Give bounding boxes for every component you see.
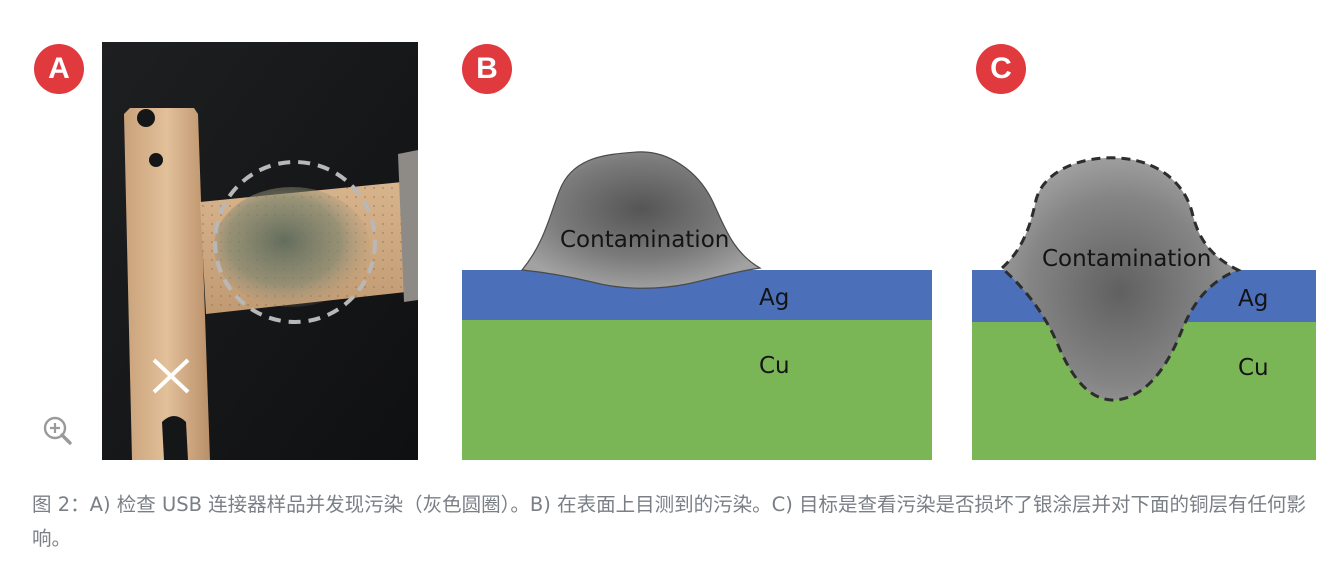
figure-caption: 图 2：A) 检查 USB 连接器样品并发现污染（灰色圆圈）。B) 在表面上目测… [32, 493, 1307, 550]
cu-label: Cu [759, 353, 790, 379]
contamination-blob [520, 151, 762, 289]
cu-label: Cu [1238, 355, 1269, 381]
ag-label: Ag [1238, 286, 1268, 312]
connector-photo [102, 42, 418, 460]
copper-layer [462, 320, 932, 460]
ag-label: Ag [759, 285, 789, 311]
diagram-surface-contamination: Contamination Ag Cu [462, 151, 932, 460]
badge-c: C [976, 44, 1026, 94]
zoom-in-icon[interactable] [40, 413, 74, 447]
badge-b: B [462, 44, 512, 94]
diagram-penetrating-contamination: Contamination Ag Cu [972, 156, 1316, 460]
badge-a: A [34, 44, 84, 94]
contamination-blob [999, 156, 1242, 402]
contamination-label: Contamination [1042, 246, 1211, 272]
contamination-label: Contamination [560, 227, 729, 253]
